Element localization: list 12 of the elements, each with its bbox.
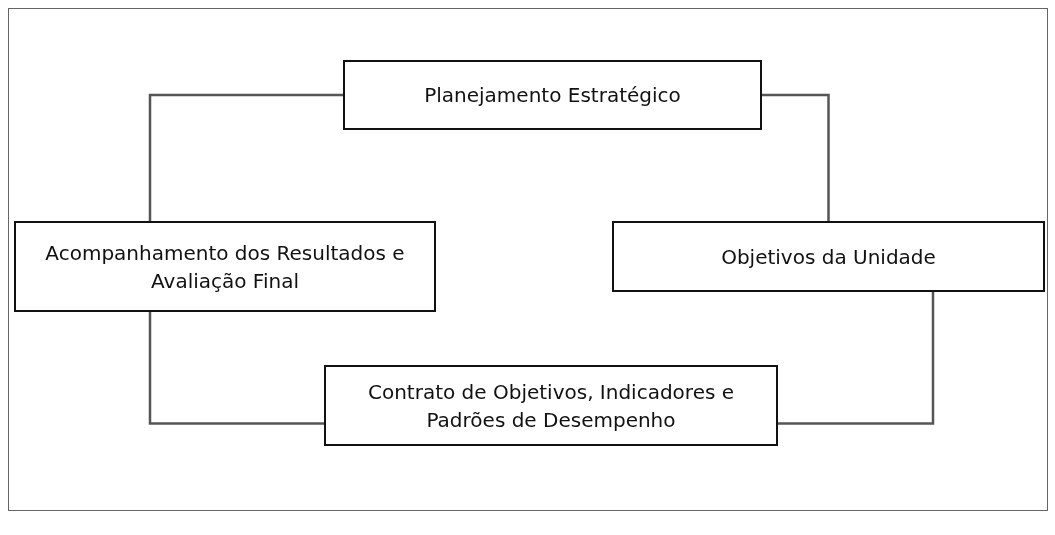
connector-line: [148, 93, 343, 221]
node-label: Acompanhamento dos Resultados e Avaliação Final: [44, 239, 406, 295]
connector-line: [778, 292, 935, 425]
process-box: [324, 365, 778, 446]
process-box: [612, 221, 1045, 292]
node-label: Objetivos da Unidade: [721, 243, 936, 271]
connector-line: [148, 312, 324, 425]
process-box: [14, 221, 436, 312]
connector-line: [762, 93, 830, 221]
node-label: Planejamento Estratégico: [424, 82, 681, 109]
node-label: Contrato de Objetivos, Indicadores e Padrões de Desempenho: [366, 378, 736, 434]
process-box: [343, 60, 762, 130]
